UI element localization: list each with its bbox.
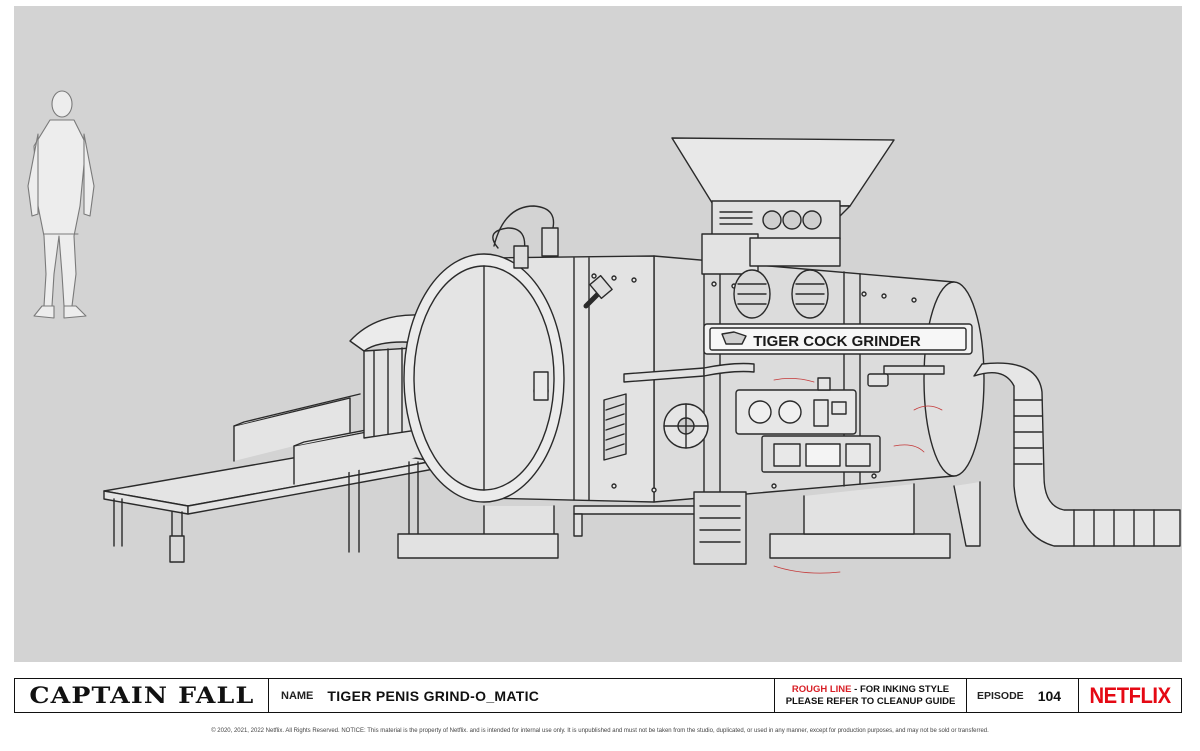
copyright-notice: © 2020, 2021, 2022 Netflix. All Rights R… <box>211 728 989 734</box>
sign-plate <box>703 323 973 355</box>
note-rough-line: ROUGH LINE <box>791 683 852 695</box>
concept-artwork: TIGER COCK GRINDER <box>14 6 1182 662</box>
human-figure <box>27 90 95 319</box>
show-title-cell: CAPTAIN FALL <box>15 679 269 712</box>
title-bar: CAPTAIN FALL NAME TIGER PENIS GRIND-O_MA… <box>14 678 1182 713</box>
name-value: TIGER PENIS GRIND-O_MATIC <box>327 687 540 704</box>
supports <box>397 481 981 565</box>
valve-wheel <box>663 403 709 449</box>
pipes <box>573 362 945 537</box>
episode-label: EPISODE <box>977 689 1024 702</box>
netflix-logo: NETFLIX <box>1089 682 1171 708</box>
control-panel <box>735 389 881 473</box>
note-cell: ROUGH LINE - FOR INKING STYLE PLEASE REF… <box>775 679 967 712</box>
cables <box>492 205 613 309</box>
flex-hose <box>973 362 1181 547</box>
machine-sign-text: TIGER COCK GRINDER <box>753 333 921 350</box>
name-label: NAME <box>281 689 314 702</box>
note-inking-style: - FOR INKING STYLE <box>851 683 950 695</box>
show-title: CAPTAIN FALL <box>28 682 255 709</box>
netflix-logo-cell: NETFLIX <box>1079 679 1181 712</box>
note-line-1: ROUGH LINE - FOR INKING STYLE <box>792 684 949 696</box>
hopper <box>671 137 895 240</box>
episode-value: 104 <box>1037 687 1062 704</box>
episode-cell: EPISODE 104 <box>967 679 1079 712</box>
red-accents <box>773 378 943 574</box>
top-block <box>701 233 841 319</box>
side-vent <box>603 393 627 461</box>
gauge-box <box>817 373 889 391</box>
note-line-2: PLEASE REFER TO CLEANUP GUIDE <box>785 695 956 707</box>
machine-drawing: TIGER COCK GRINDER <box>27 90 1181 574</box>
front-drum-face <box>403 253 565 503</box>
name-cell: NAME TIGER PENIS GRIND-O_MATIC <box>269 679 775 712</box>
